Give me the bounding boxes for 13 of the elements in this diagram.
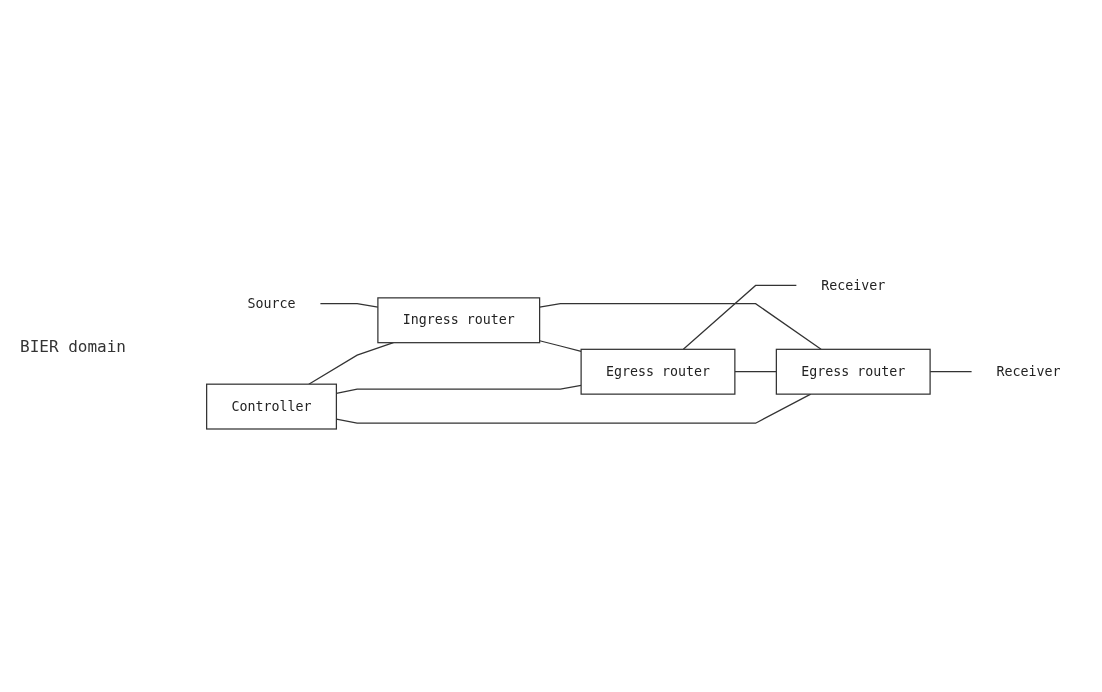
connector bbox=[734, 371, 777, 373]
connector bbox=[308, 342, 395, 385]
domain-label: BIER domain bbox=[20, 336, 127, 356]
node-text: Receiver bbox=[996, 363, 1061, 380]
node-box: Ingress router bbox=[377, 297, 541, 344]
connector bbox=[539, 340, 582, 353]
connector bbox=[539, 303, 822, 350]
node-box: Controller bbox=[206, 383, 337, 430]
node-box: Egress router bbox=[775, 348, 931, 395]
node-text: Source bbox=[247, 295, 296, 312]
connector bbox=[682, 284, 797, 350]
node-box: Egress router bbox=[580, 348, 736, 395]
node-text: Receiver bbox=[821, 277, 886, 293]
